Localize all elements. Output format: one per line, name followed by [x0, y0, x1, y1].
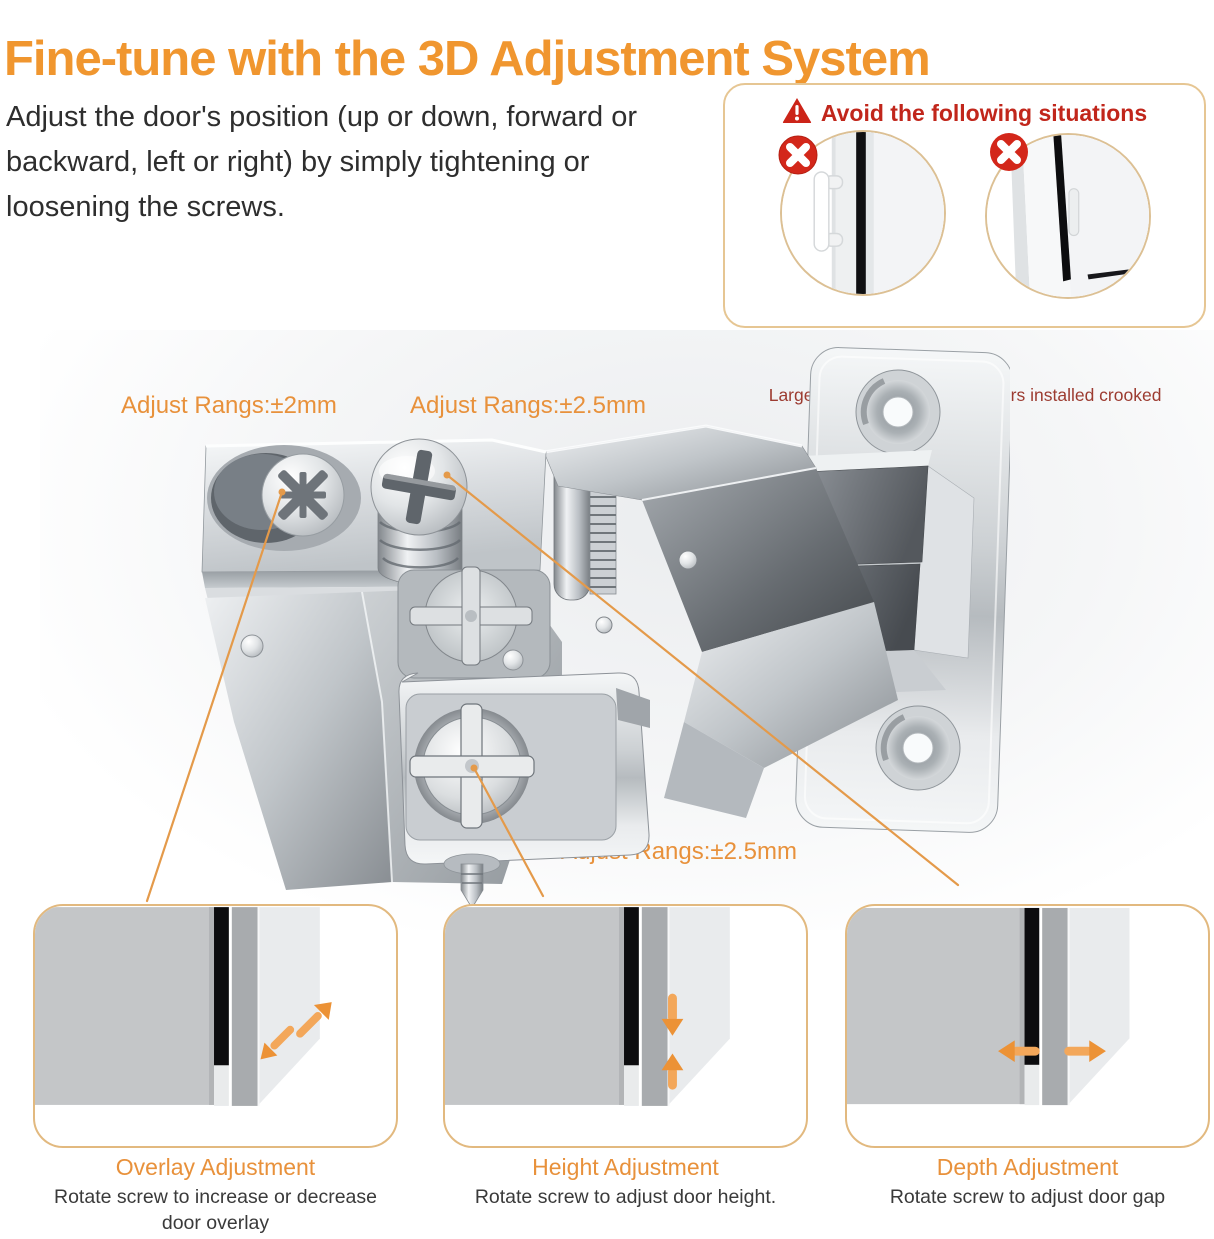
- callout-overlay-range: Adjust Rangs:±2mm: [121, 392, 337, 419]
- door-handle-icon: [813, 171, 844, 252]
- height-caption: Height Adjustment Rotate screw to adjust…: [443, 1154, 808, 1210]
- height-caption-text: Rotate screw to adjust door height.: [474, 1186, 777, 1208]
- overlay-caption-text: Rotate screw to increase or decrease doo…: [54, 1186, 377, 1235]
- hinge-arm: [543, 424, 898, 818]
- small-screw: [240, 634, 264, 658]
- arrow-vertical-icon: [661, 993, 684, 1090]
- overlay-adjust-screw: [261, 453, 345, 537]
- callout-depth-range: Adjust Rangs:±2.5mm: [410, 392, 646, 419]
- mounting-screw-tip: [443, 853, 501, 909]
- depth-caption-text: Rotate screw to adjust door gap: [889, 1186, 1166, 1208]
- arrow-horizontal-icon: [998, 1040, 1106, 1062]
- page-title: Fine-tune with the 3D Adjustment System: [4, 31, 931, 86]
- depth-adjust-screw: [370, 438, 468, 585]
- error-x-icon: [778, 135, 818, 175]
- depth-adjustment-panel: [845, 904, 1210, 1148]
- overlay-caption: Overlay Adjustment Rotate screw to incre…: [33, 1154, 398, 1237]
- depth-door-graphic: [847, 907, 1130, 1106]
- height-caption-title: Height Adjustment: [532, 1154, 719, 1180]
- door-bracket: [398, 672, 650, 909]
- screw-hole-bottom: [875, 705, 961, 791]
- screw-hole-top: [855, 369, 941, 455]
- overlay-adjustment-panel: [33, 904, 398, 1148]
- warning-title: Avoid the following situations: [820, 99, 1148, 126]
- overlay-caption-title: Overlay Adjustment: [115, 1154, 316, 1180]
- warning-box: Avoid the following situations: [723, 83, 1206, 405]
- warning-caption-right: Doors installed crooked: [978, 385, 1162, 405]
- warning-header: Avoid the following situations: [725, 97, 1204, 129]
- warning-triangle-icon: [782, 97, 812, 129]
- arrow-diagonal-out-icon: [260, 1002, 332, 1060]
- page-description: Adjust the door's position (up or down, …: [6, 101, 637, 223]
- height-adjustment-panel: [443, 904, 808, 1148]
- door-handle-icon: [1068, 188, 1080, 237]
- middle-adjust-screw: [409, 566, 533, 666]
- leader-lines: [145, 471, 960, 903]
- hinge-photo: [145, 347, 1010, 909]
- error-x-icon: [989, 132, 1029, 172]
- height-door-graphic: [445, 907, 730, 1106]
- depth-caption-title: Depth Adjustment: [936, 1154, 1119, 1180]
- small-screw: [502, 649, 524, 671]
- depth-caption: Depth Adjustment Rotate screw to adjust …: [845, 1154, 1210, 1210]
- overlay-door-graphic: [35, 907, 332, 1106]
- example-large-gaps-image: [780, 130, 946, 296]
